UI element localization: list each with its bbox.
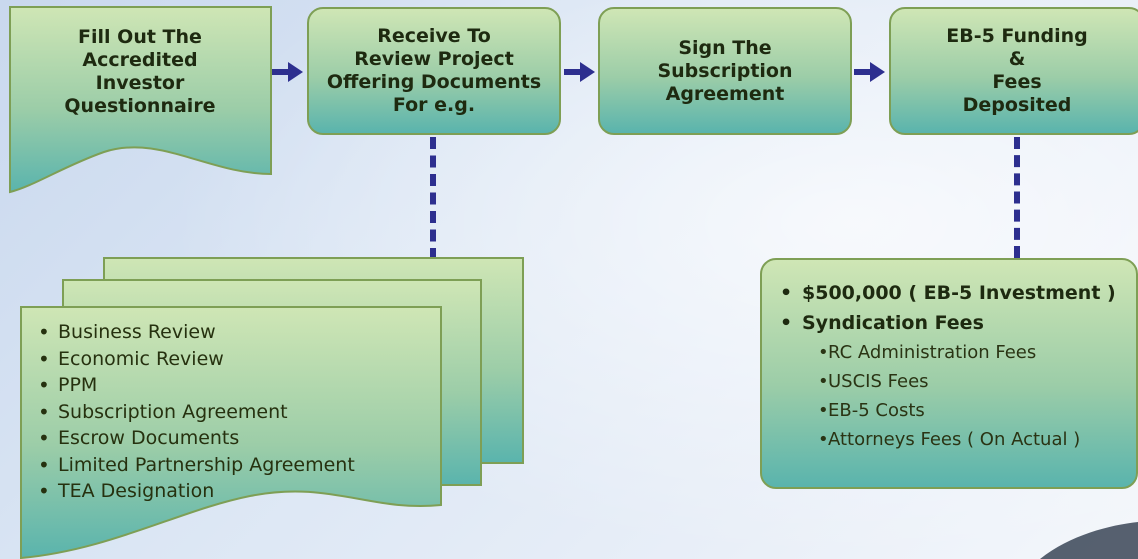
step-1-label: Fill Out The Accredited Investor Questio… bbox=[64, 26, 216, 117]
step-4-label: EB-5 Funding & Fees Deposited bbox=[946, 25, 1088, 116]
connector-step-4-funding bbox=[1014, 137, 1020, 258]
funding-details-box: $500,000 ( EB-5 Investment ) Syndication… bbox=[760, 258, 1138, 489]
funding-list: $500,000 ( EB-5 Investment ) Syndication… bbox=[776, 278, 1116, 454]
list-item: Limited Partnership Agreement bbox=[30, 452, 355, 479]
list-item: $500,000 ( EB-5 Investment ) bbox=[776, 278, 1116, 308]
step-2-label: Receive To Review Project Offering Docum… bbox=[326, 25, 542, 116]
arrow-right-icon bbox=[564, 62, 595, 82]
arrow-right-icon bbox=[854, 62, 885, 82]
step-4-box: EB-5 Funding & Fees Deposited bbox=[889, 7, 1138, 135]
list-item: USCIS Fees bbox=[776, 367, 1116, 396]
step-2-box: Receive To Review Project Offering Docum… bbox=[307, 7, 561, 135]
list-item: Syndication Fees bbox=[776, 308, 1116, 338]
list-item: Subscription Agreement bbox=[30, 399, 355, 426]
list-item: Business Review bbox=[30, 319, 355, 346]
arrow-right-icon bbox=[272, 62, 303, 82]
list-item: PPM bbox=[30, 372, 355, 399]
step-3-box: Sign The Subscription Agreement bbox=[598, 7, 852, 135]
documents-list: Business Review Economic Review PPM Subs… bbox=[30, 319, 355, 505]
list-item: Economic Review bbox=[30, 346, 355, 373]
connector-step-2-documents bbox=[430, 137, 436, 260]
list-item: RC Administration Fees bbox=[776, 338, 1116, 367]
step-3-label: Sign The Subscription Agreement bbox=[657, 36, 793, 105]
list-item: Escrow Documents bbox=[30, 425, 355, 452]
list-item: Attorneys Fees ( On Actual ) bbox=[776, 425, 1116, 454]
step-1-shape bbox=[9, 6, 272, 194]
list-item: EB-5 Costs bbox=[776, 396, 1116, 425]
list-item: TEA Designation bbox=[30, 478, 355, 505]
